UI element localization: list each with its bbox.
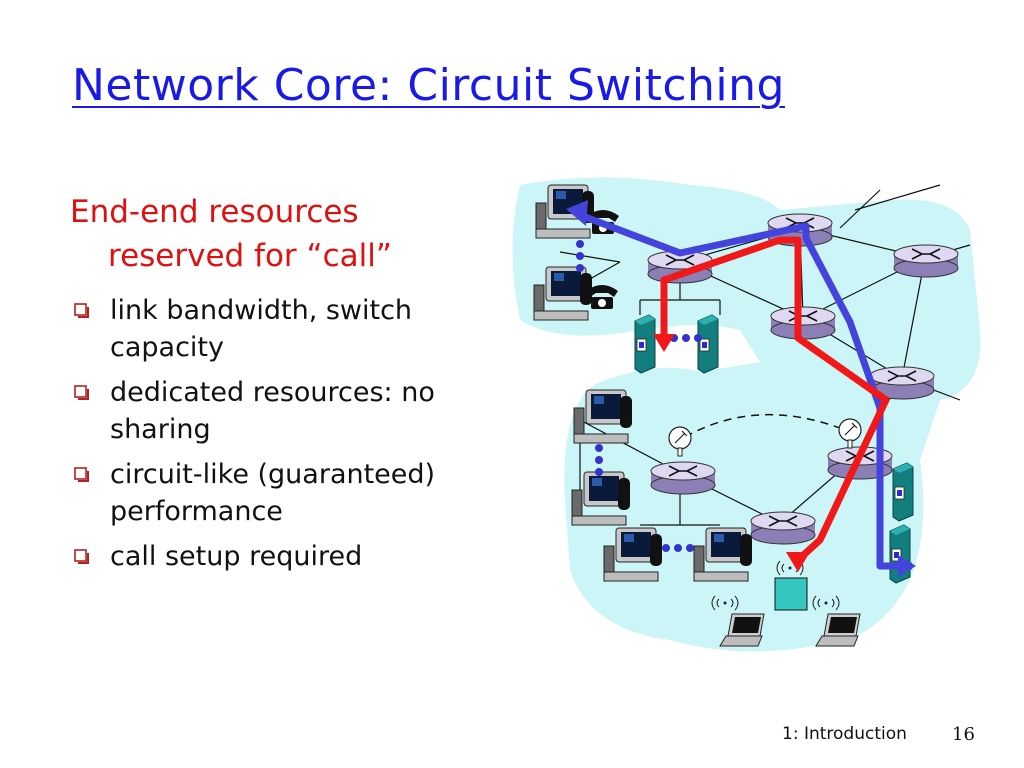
arrowhead-red: [653, 334, 675, 352]
circuit-path-red: [660, 236, 890, 563]
wireless-access-point-icon: [774, 577, 808, 611]
arrowhead-blue: [898, 555, 916, 577]
slide-title: Network Core: Circuit Switching: [72, 60, 785, 111]
footer-label: 1: Introduction: [782, 724, 907, 744]
router-icon: [750, 511, 816, 545]
server-icon: [892, 462, 914, 522]
bullet-list: link bandwidth, switch capacity dedicate…: [70, 292, 490, 583]
bullet-box-icon: [74, 385, 89, 400]
lead-text: End-end resources reserved for “call”: [70, 190, 490, 278]
bullet-item: call setup required: [70, 538, 490, 575]
router-icon: [770, 306, 836, 340]
bullet-box-icon: [74, 549, 89, 564]
bullet-text: link bandwidth, switch capacity: [110, 295, 413, 363]
bullet-item: dedicated resources: no sharing: [70, 374, 490, 448]
bullet-item: link bandwidth, switch capacity: [70, 292, 490, 366]
ellipsis-dots: [576, 240, 702, 552]
bullet-text: circuit-like (guaranteed) performance: [110, 459, 436, 527]
bullet-text: call setup required: [110, 541, 363, 572]
bullet-item: circuit-like (guaranteed) performance: [70, 456, 490, 530]
router-icon: [650, 461, 716, 495]
server-icon: [697, 314, 719, 374]
bullet-box-icon: [74, 467, 89, 482]
bullet-box-icon: [74, 303, 89, 318]
server-icon: [634, 314, 656, 374]
lead-line-2: reserved for “call”: [108, 238, 392, 274]
router-icon: [893, 244, 959, 278]
lead-line-1: End-end resources: [70, 194, 359, 230]
arrowhead-red: [786, 552, 810, 572]
circuit-path-blue: [578, 211, 912, 570]
bullet-text: dedicated resources: no sharing: [110, 377, 435, 445]
page-number: 16: [952, 724, 975, 745]
satellite-link: [684, 414, 851, 438]
arrowhead-blue: [566, 200, 588, 226]
